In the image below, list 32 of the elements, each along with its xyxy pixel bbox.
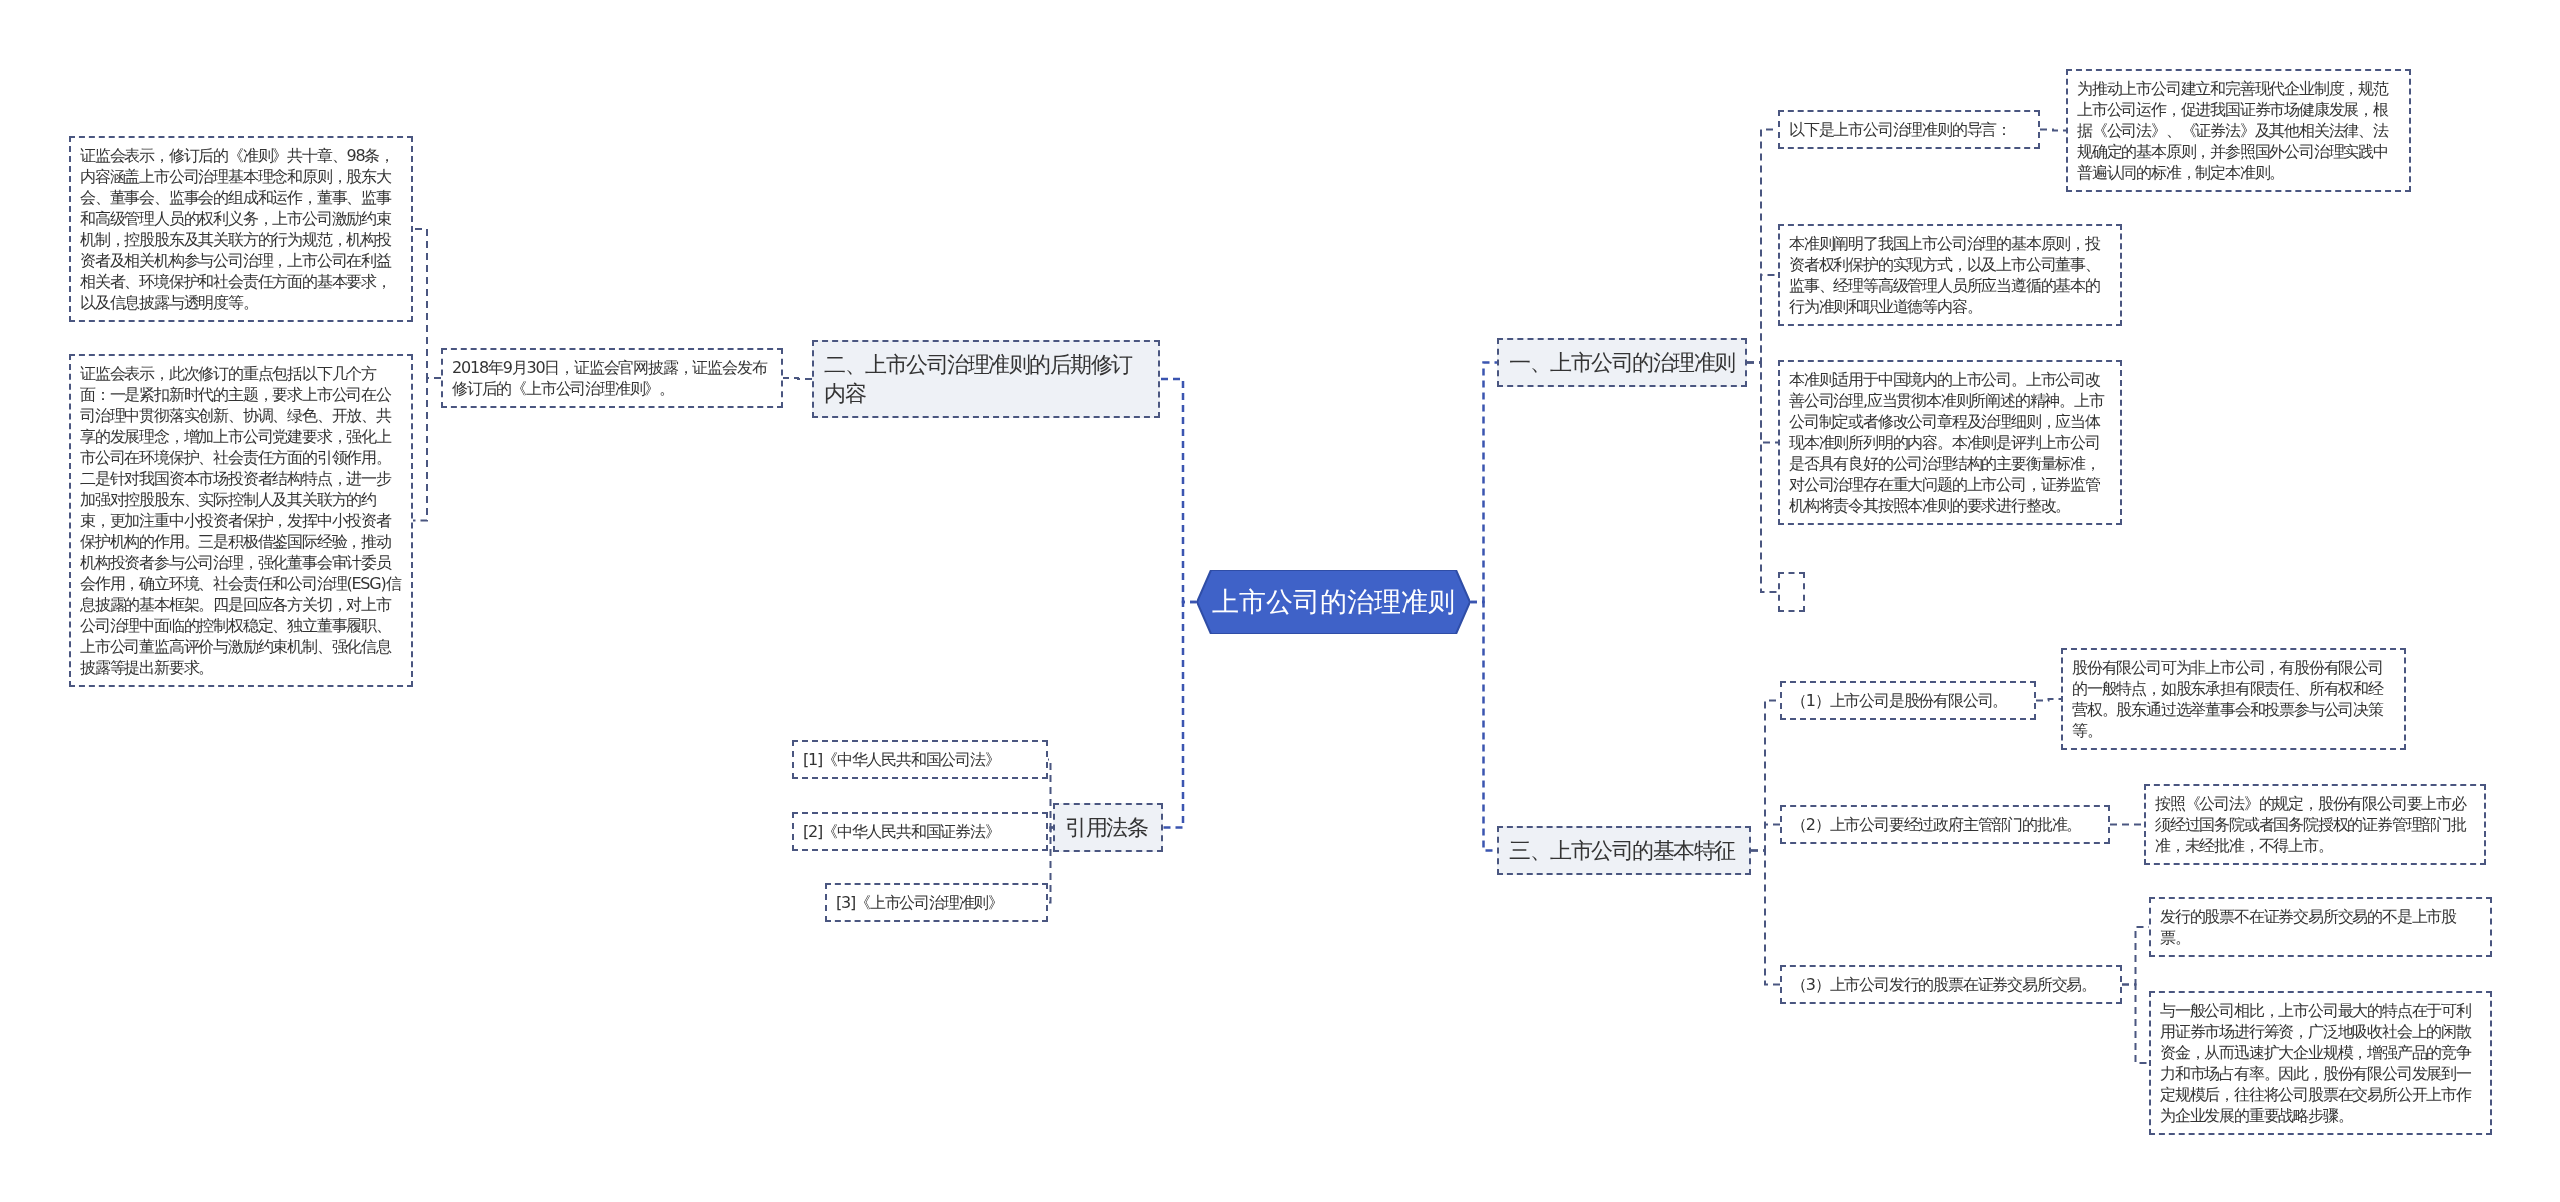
text-box: 本准则适用于中国境内的上市公司。上市公司改善公司治理,应当贯彻本准则所阐述的精神。上市公司制定或者修改公司章程及治理细则，应当体现本准则所列明的内容。本准则是评判上市公司是否具有良好的公司治理结构的主要衡量标准，对公司治理存在重大问题的上市公司，证券监管机构将责令其按照本准则的要求进行整改。 xyxy=(1778,360,2122,525)
text-box: 股份有限公司可为非上市公司，有股份有限公司的一般特点，如股东承担有限责任、所有权和经营权。股东通过选举董事会和投票参与公司决策等。 xyxy=(2061,648,2406,750)
connector-line xyxy=(782,377,813,380)
text-box: [2]《中华人民共和国证券法》 xyxy=(792,812,1048,851)
topic-box: 二、上市公司治理准则的后期修订内容 xyxy=(812,340,1160,418)
connector-line xyxy=(412,377,442,522)
text-box: 证监会表示，修订后的《准则》共十章、98条，内容涵盖上市公司治理基本理念和原则，股东大会、董事会、监事会的组成和运作，董事、监事和高级管理人员的权利义务，上市公司激励约束机制，控股股东及其关联方的行为规范，机构投资者及相关机构参与公司治理，上市公司在利益相关者、环境保护和社会责任方面的基本要求，以及信息披露与透明度等。 xyxy=(69,136,413,322)
text-box: 本准则阐明了我国上市公司治理的基本原则，投资者权利保护的实现方式，以及上市公司董事、监事、经理等高级管理人员所应当遵循的基本的行为准则和职业道德等内容。 xyxy=(1778,224,2122,326)
topic-box: 三、上市公司的基本特征 xyxy=(1497,826,1751,875)
topic-box: 引用法条 xyxy=(1053,803,1163,852)
text-box: 按照《公司法》的规定，股份有限公司要上市必须经过国务院或者国务院授权的证券管理部门批准，未经批准，不得上市。 xyxy=(2144,784,2486,865)
empty-box xyxy=(1778,572,1805,612)
text-box: [1]《中华人民共和国公司法》 xyxy=(792,740,1048,779)
connector-line xyxy=(2035,698,2062,702)
connector-line xyxy=(2121,983,2150,1064)
connector-line xyxy=(1750,849,1781,986)
connector-line xyxy=(1746,361,1779,593)
text-box: 为推动上市公司建立和完善现代企业制度，规范上市公司运作，促进我国证券市场健康发展，根据《公司法》、《证券法》及其他相关法律、法规确定的基本原则，并参照国外公司治理实践中普遍认同的标准，制定本准则。 xyxy=(2066,69,2411,192)
text-box: 以下是上市公司治理准则的导言： xyxy=(1778,110,2040,149)
connector-line xyxy=(1163,600,1197,829)
text-box: （1）上市公司是股份有限公司。 xyxy=(1780,681,2036,720)
text-box: 发行的股票不在证券交易所交易的不是上市股票。 xyxy=(2149,897,2492,957)
text-box: [3]《上市公司治理准则》 xyxy=(825,883,1048,922)
connector-line xyxy=(1047,826,1054,904)
text-box: （2）上市公司要经过政府主管部门的批准。 xyxy=(1780,805,2110,844)
text-box: 与一般公司相比，上市公司最大的特点在于可利用证券市场进行筹资，广泛地吸收社会上的闲散资金，从而迅速扩大企业规模，增强产品的竞争力和市场占有率。因此，股份有限公司发展到一定规模后，往往将公司股票在交易所公开上市作为企业发展的重要战略步骤。 xyxy=(2149,991,2492,1135)
text-box: 证监会表示，此次修订的重点包括以下几个方面：一是紧扣新时代的主题，要求上市公司在公司治理中贯彻落实创新、协调、绿色、开放、共享的发展理念，增加上市公司党建要求，强化上市公司在环境保护、社会责任方面的引领作用。二是针对我国资本市场投资者结构特点，进一步加强对控股股东、实际控制人及其关联方的约束，更加注重中小投资者保护，发挥中小投资者保护机构的作用。三是积极借鉴国际经验，推动机构投资者参与公司治理，强化董事会审计委员会作用，确立环境、社会责任和公司治理(ESG)信息披露的基本框架。四是回应各方关切，对上市公司治理中面临的控制权稳定、独立董事履职、上市公司董监高评价与激励约束机制、强化信息披露等提出新要求。 xyxy=(69,354,413,687)
central-topic: 上市公司的治理准则 xyxy=(1197,570,1470,634)
connector-line xyxy=(2039,128,2067,132)
text-box: （3）上市公司发行的股票在证券交易所交易。 xyxy=(1780,965,2122,1004)
text-box: 2018年9月30日，证监会官网披露，证监会发布修订后的《上市公司治理准则》。 xyxy=(441,348,783,408)
topic-box: 一、上市公司的治理准则 xyxy=(1497,338,1747,387)
